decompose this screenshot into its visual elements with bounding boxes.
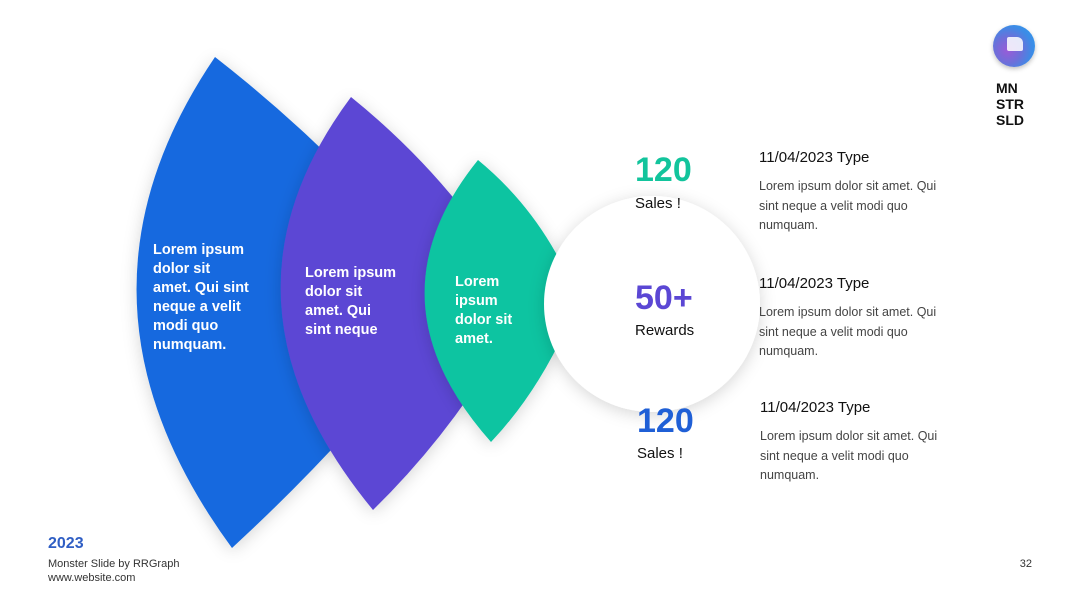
- stat-label: Rewards: [635, 322, 695, 339]
- stat-label: Sales !: [637, 445, 683, 462]
- teal-leaf-shape: [424, 160, 578, 442]
- footer-website: www.website.com: [48, 572, 136, 584]
- purple-leaf-text: Lorem ipsum dolor sit amet. Qui sint neq…: [305, 264, 396, 340]
- teal-leaf-text: Lorem ipsum dolor sit amet.: [455, 273, 512, 349]
- item-description-line: Lorem ipsum dolor sit amet. Qui: [760, 429, 938, 443]
- leaf-text-line: Lorem ipsum: [305, 265, 397, 281]
- item-description: Lorem ipsum dolor sit amet. Qui sint neq…: [759, 303, 959, 362]
- leaf-text-line: amet. Qui: [305, 303, 372, 319]
- leaf-text-line: sint neque: [305, 322, 378, 338]
- leaf-text-line: amet.: [455, 331, 493, 347]
- item-description-line: numquam.: [759, 218, 819, 232]
- leaf-text-line: dolor sit: [153, 261, 211, 277]
- leaf-text-line: dolor sit: [305, 284, 363, 300]
- item-title: 11/04/2023 Type: [760, 399, 871, 416]
- stat-number: 50+: [635, 279, 693, 317]
- stat-label: Sales !: [635, 195, 681, 212]
- logo-text-line: MN: [996, 80, 1018, 96]
- page-number: 32: [1019, 558, 1032, 570]
- item-description-line: sint neque a velit modi quo: [760, 448, 909, 463]
- leaf-text-line: amet. Qui sint: [153, 280, 249, 296]
- item-description-line: sint neque a velit modi quo: [759, 324, 908, 339]
- blue-leaf-text: Lorem ipsum dolor sit amet. Qui sint neq…: [153, 241, 249, 355]
- logo-text: MN STR SLD: [996, 80, 1024, 128]
- item-description: Lorem ipsum dolor sit amet. Qui sint neq…: [759, 177, 959, 236]
- item-title: 11/04/2023 Type: [759, 149, 870, 166]
- leaf-text-line: ipsum: [455, 293, 498, 309]
- leaf-text-line: Lorem ipsum: [153, 242, 245, 258]
- logo-text-line: SLD: [996, 112, 1024, 128]
- leaf-text-line: Lorem: [455, 274, 500, 290]
- item-title: 11/04/2023 Type: [759, 275, 870, 292]
- footer-credit: Monster Slide by RRGraph: [48, 558, 180, 570]
- item-description-line: Lorem ipsum dolor sit amet. Qui: [759, 305, 937, 319]
- item-description-line: numquam.: [760, 468, 820, 482]
- item-description-line: Lorem ipsum dolor sit amet. Qui: [759, 179, 937, 193]
- item-description-line: sint neque a velit modi quo: [759, 198, 908, 213]
- logo-text-line: STR: [996, 96, 1024, 112]
- stat-number: 120: [635, 151, 692, 189]
- footer-year: 2023: [48, 535, 84, 552]
- center-circle: [544, 196, 760, 412]
- item-description: Lorem ipsum dolor sit amet. Qui sint neq…: [760, 427, 960, 486]
- stat-number: 120: [637, 402, 694, 440]
- leaf-text-line: neque a velit: [153, 299, 241, 315]
- orb-logo-icon: [993, 25, 1035, 67]
- purple-leaf-shape: [280, 97, 525, 510]
- item-description-line: numquam.: [759, 344, 819, 358]
- leaf-text-line: numquam.: [153, 337, 227, 353]
- leaf-text-line: dolor sit: [455, 312, 513, 328]
- leaf-text-line: modi quo: [153, 318, 219, 334]
